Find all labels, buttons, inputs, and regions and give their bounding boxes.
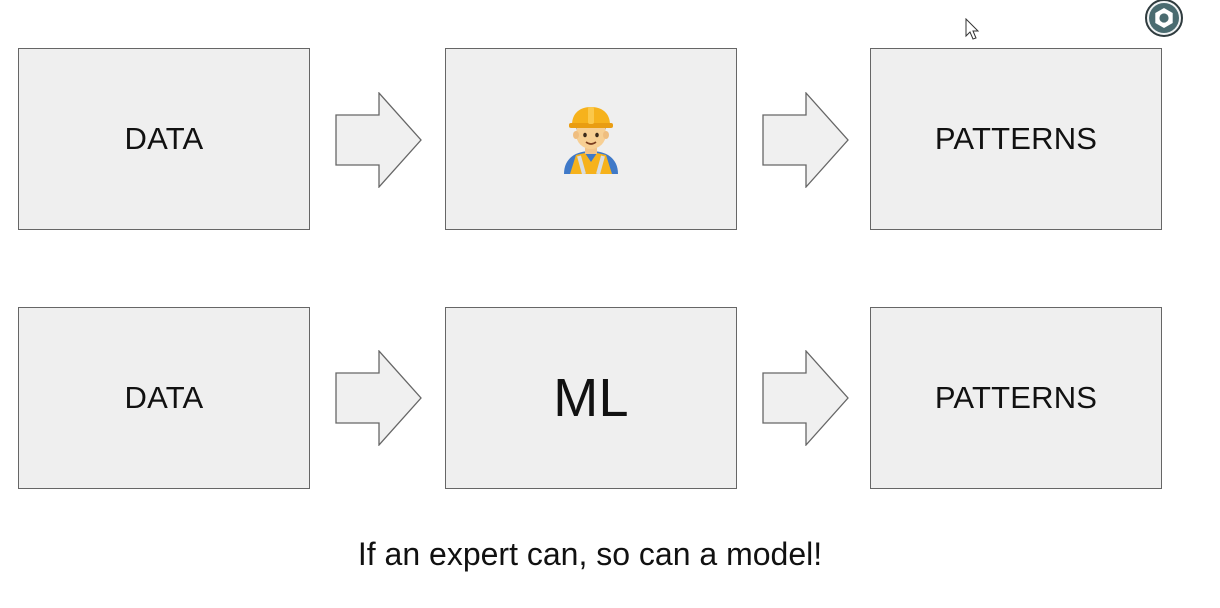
settings-button[interactable] [1143, 0, 1185, 38]
right-arrow-icon [335, 350, 422, 446]
row1-data-label: DATA [124, 121, 204, 156]
row2-arrow-1 [335, 350, 423, 446]
settings-gear-icon [1145, 0, 1183, 37]
row1-patterns-label: PATTERNS [934, 121, 1098, 156]
row2-patterns-box: PATTERNS [870, 307, 1162, 489]
row2-data-box: DATA [18, 307, 310, 489]
row2-patterns-label: PATTERNS [934, 380, 1098, 415]
row2-ml-label: ML [553, 368, 629, 428]
row1-expert-box [445, 48, 737, 230]
row2-arrow-2 [762, 350, 850, 446]
construction-worker-icon [564, 107, 618, 174]
caption: If an expert can, so can a model! [357, 536, 823, 572]
row2-ml-box: ML [445, 307, 737, 489]
right-arrow-icon [762, 92, 849, 188]
row1-arrow-1 [335, 92, 423, 188]
mouse-pointer [965, 17, 981, 42]
right-arrow-icon [762, 350, 849, 446]
row1-patterns-box: PATTERNS [870, 48, 1162, 230]
right-arrow-icon [335, 92, 422, 188]
row2-data-label: DATA [124, 380, 204, 415]
row1-data-box: DATA [18, 48, 310, 230]
mouse-pointer-icon [965, 17, 980, 40]
row1-arrow-2 [762, 92, 850, 188]
